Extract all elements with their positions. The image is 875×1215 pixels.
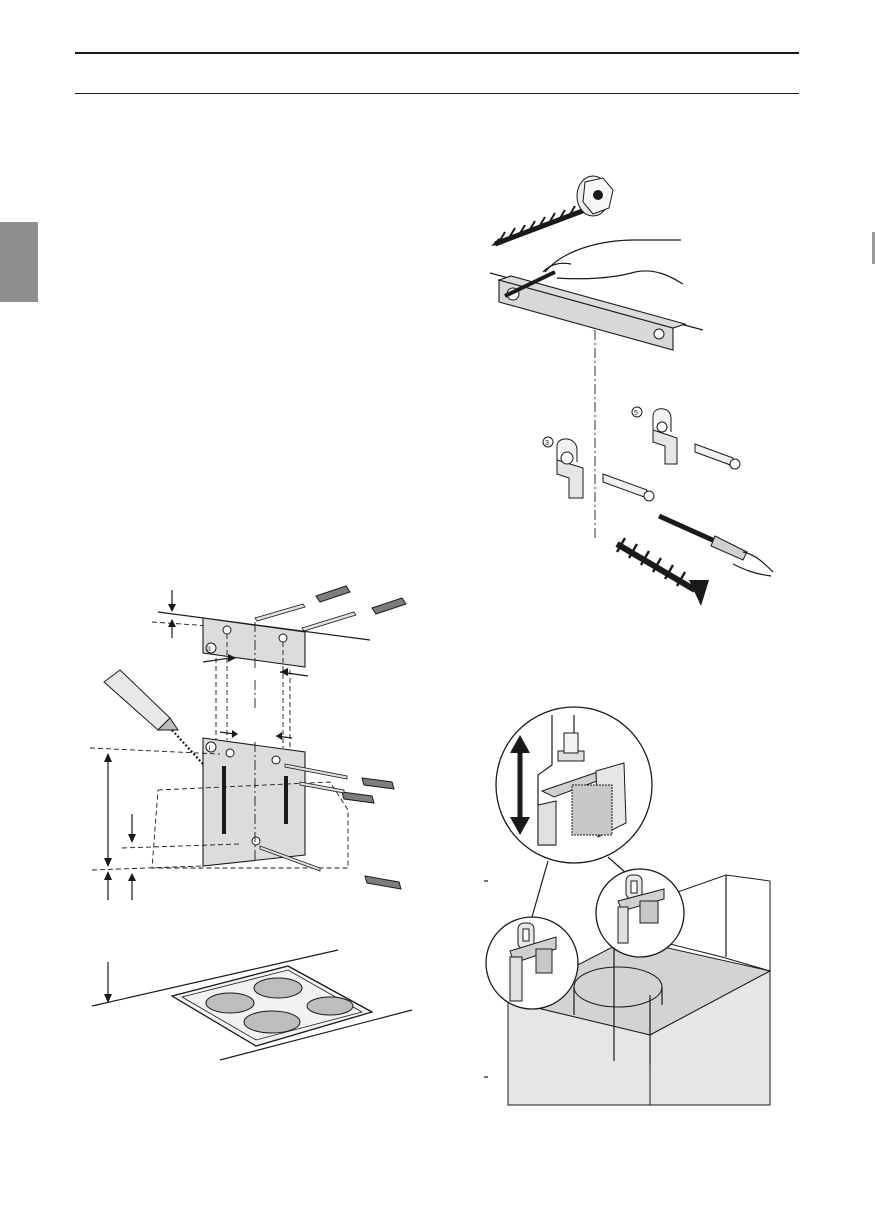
bracket-mark-left: 3 xyxy=(545,440,549,447)
header-rule-bottom xyxy=(75,93,799,94)
bracket-mark-right: 5 xyxy=(634,410,638,417)
screw-bracket-figure: 3 5 xyxy=(485,160,785,620)
wall-plug-icon xyxy=(255,586,406,631)
bracket-icon: 5 xyxy=(632,407,677,464)
hand-icon xyxy=(543,240,683,284)
lower-plate-mark: I xyxy=(209,746,211,753)
lower-plate-marker xyxy=(206,742,216,752)
hob-icon xyxy=(172,966,372,1046)
screw-icon xyxy=(617,538,709,606)
upper-plate-mark: II xyxy=(207,646,211,653)
chapter-thumb-tab xyxy=(0,222,38,302)
height-adjust-figure xyxy=(478,705,778,1110)
screw-icon xyxy=(491,176,613,246)
bracket-icon: 3 xyxy=(543,437,583,498)
screwdriver-icon xyxy=(659,516,773,576)
lower-mounting-plate xyxy=(203,738,305,866)
header-rule-top xyxy=(75,52,799,54)
wall-mounting-figure: II I xyxy=(80,570,425,1070)
